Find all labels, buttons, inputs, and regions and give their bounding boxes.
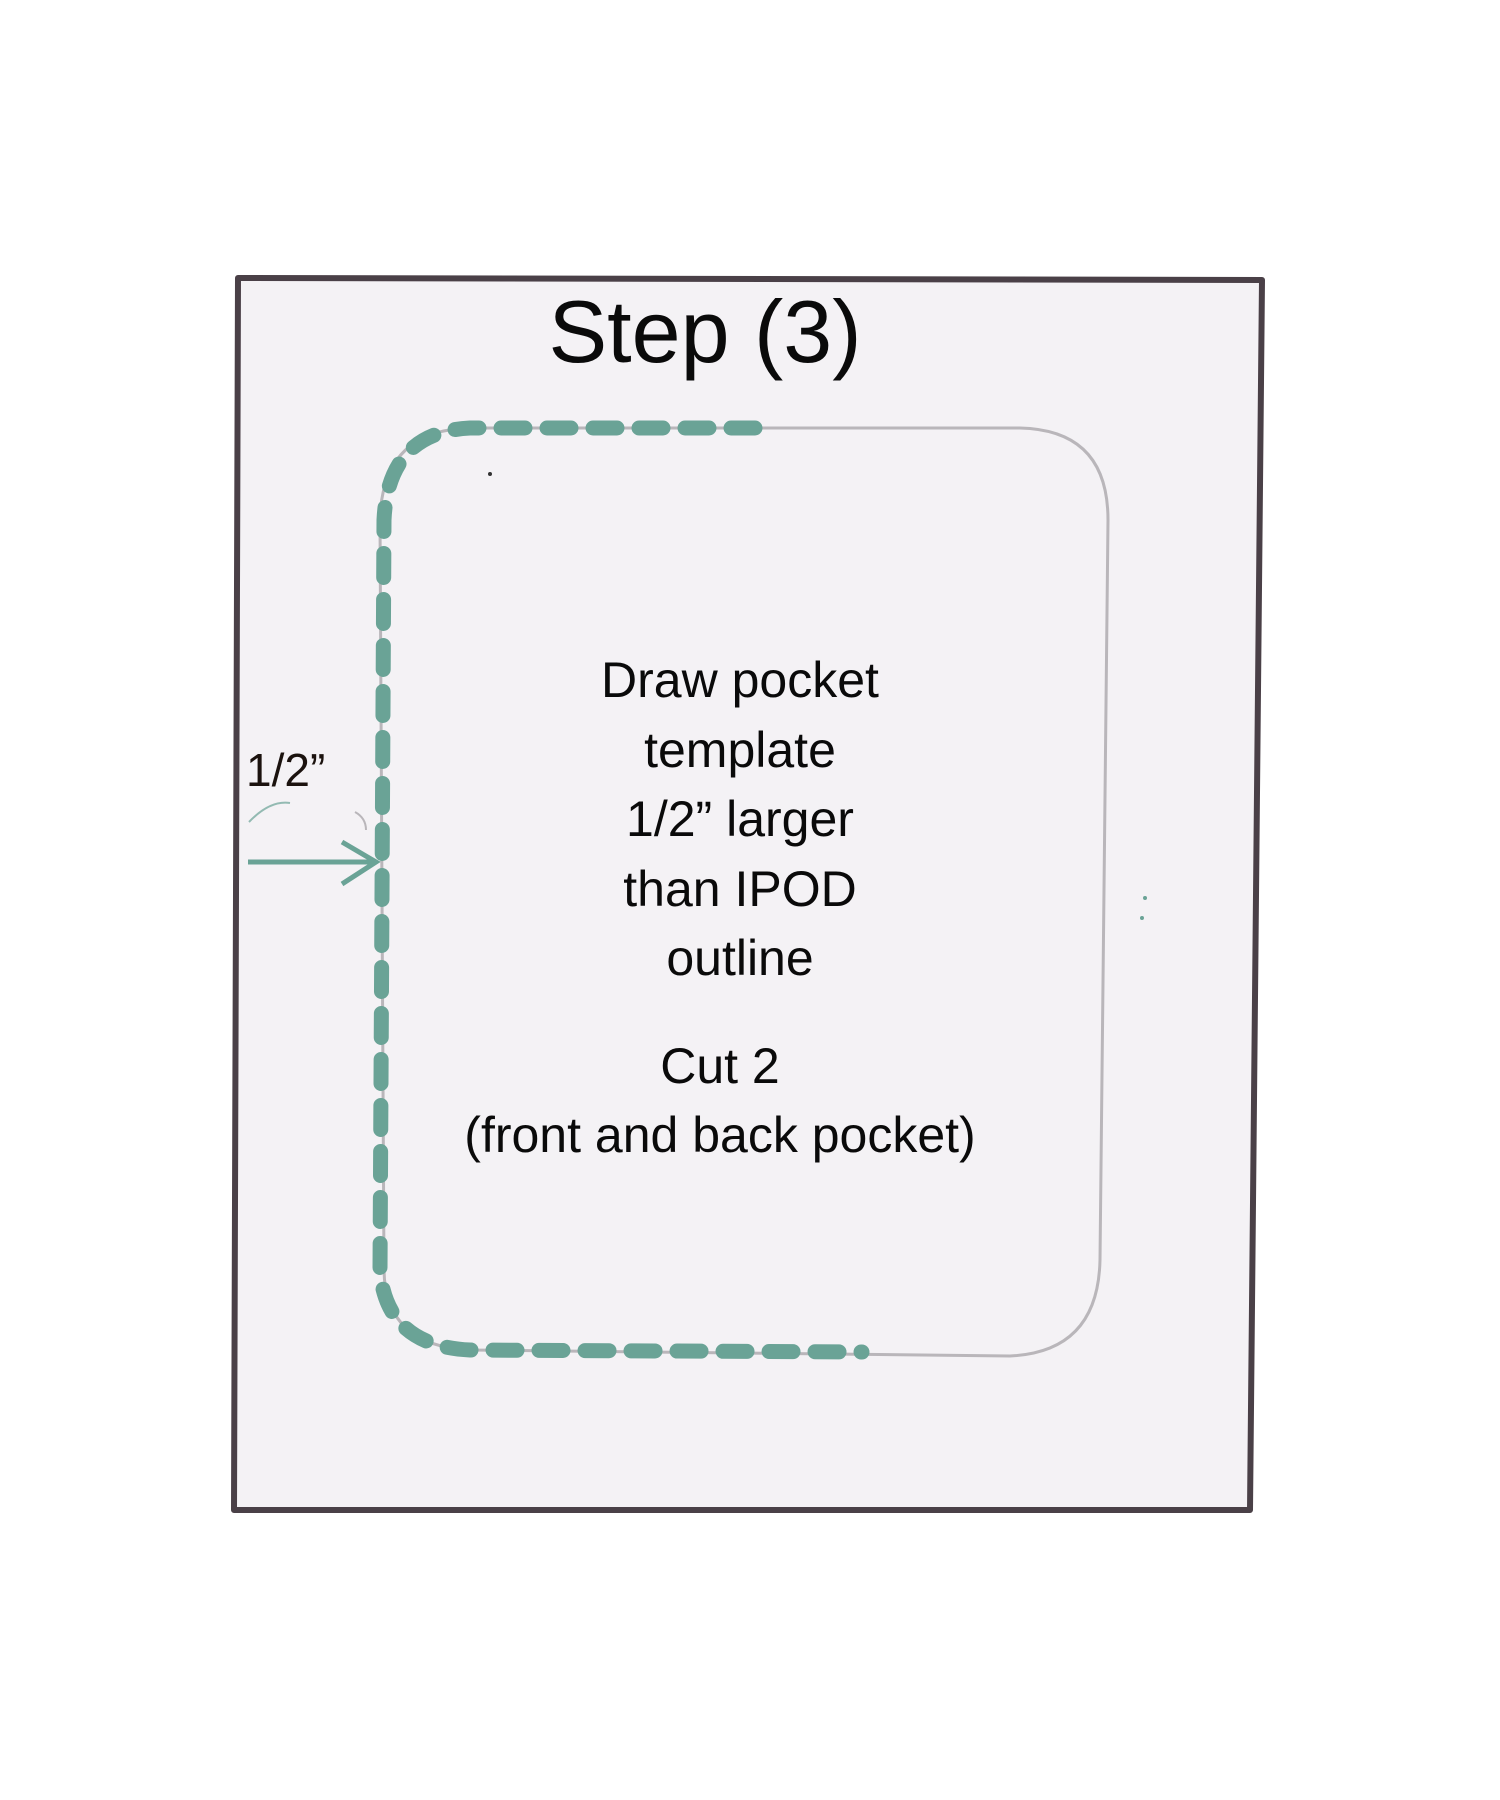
instruction-text: Draw pocket template 1/2” larger than IP… — [560, 646, 920, 994]
cut-note-line: Cut 2 — [660, 1038, 780, 1094]
measurement-arc-right — [354, 811, 367, 831]
speck — [1143, 896, 1147, 900]
paper-background — [234, 278, 1262, 1510]
cut-note: Cut 2 (front and back pocket) — [400, 1032, 1040, 1170]
pocket-template-dashed-line — [372, 420, 870, 1360]
instruction-line: 1/2” larger — [626, 791, 854, 847]
step-title: Step (3) — [548, 282, 862, 381]
instruction-line: template — [644, 721, 836, 778]
speck — [488, 472, 492, 476]
measurement-arc — [248, 801, 291, 823]
instruction-line: than IPOD — [623, 860, 857, 917]
measurement-label: 1/2” — [246, 744, 326, 796]
cut-note-line: (front and back pocket) — [464, 1107, 976, 1163]
speck — [1140, 916, 1144, 920]
instruction-line: Draw pocket — [601, 652, 879, 708]
offset-arrow-icon — [248, 839, 381, 887]
page-frame — [231, 275, 1265, 1513]
instruction-line: outline — [666, 930, 814, 986]
